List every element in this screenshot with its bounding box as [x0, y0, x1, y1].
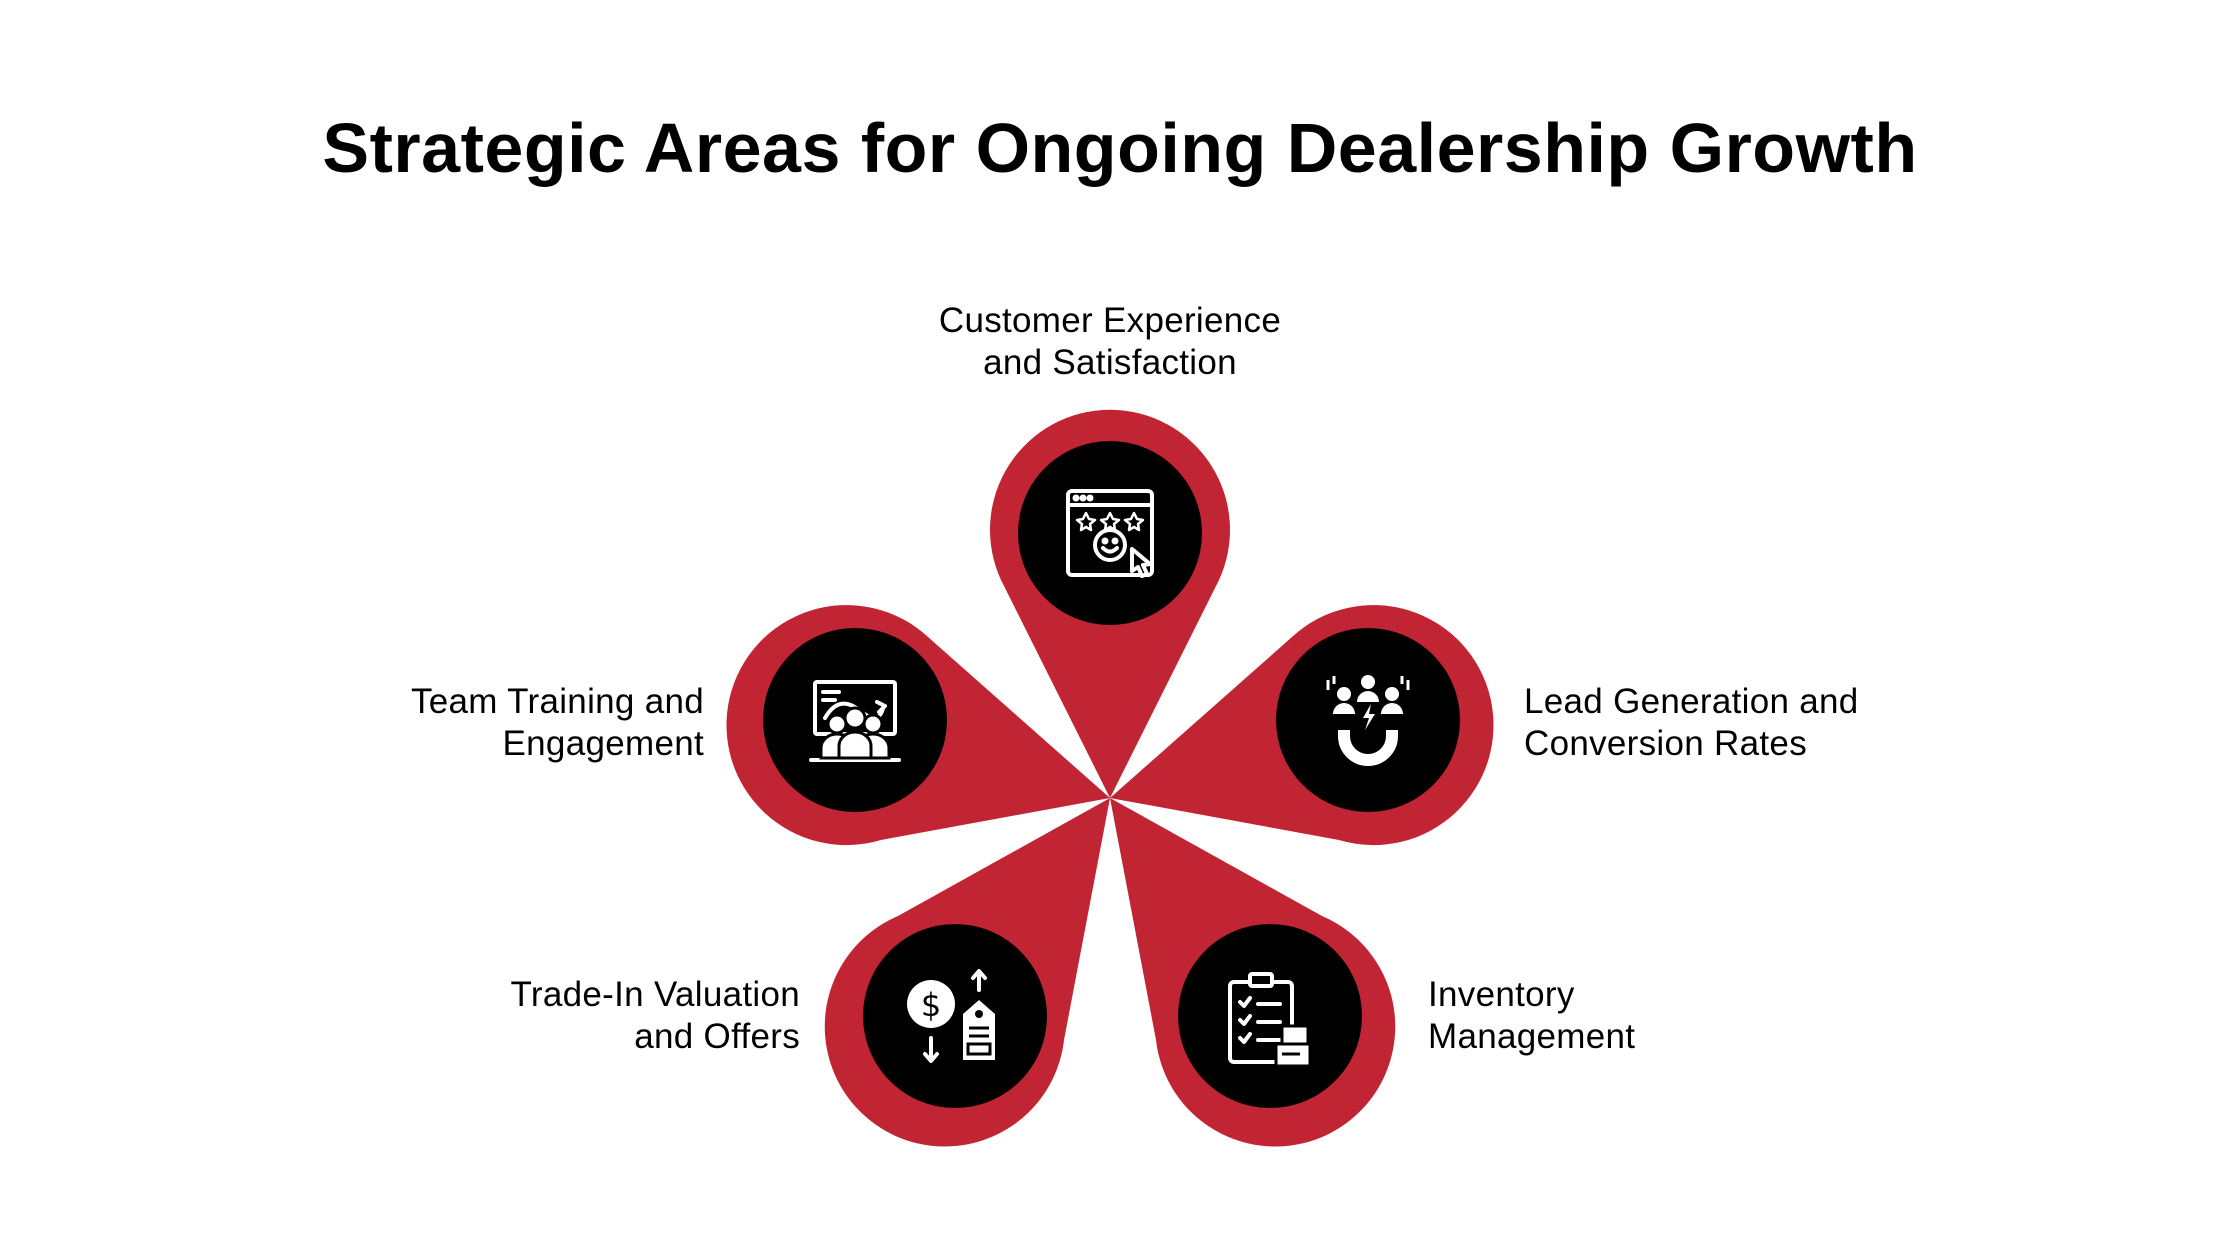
- label-line: Inventory: [1428, 975, 1575, 1014]
- petal-inventory: [1110, 798, 1396, 1147]
- label-line: Engagement: [502, 724, 704, 763]
- inventory-clipboard-icon: [1228, 972, 1312, 1068]
- petal-team-training: [726, 605, 1110, 846]
- label-line: and Offers: [634, 1017, 800, 1056]
- label-trade-in: Trade-In Valuation and Offers: [400, 974, 800, 1058]
- label-team-training: Team Training and Engagement: [300, 681, 704, 765]
- trade-in-price-tag-icon: $: [907, 969, 995, 1063]
- label-line: Team Training and: [410, 682, 704, 721]
- label-line: and Satisfaction: [983, 343, 1237, 382]
- label-line: Lead Generation and: [1524, 682, 1859, 721]
- customer-satisfaction-icon: [1066, 489, 1154, 578]
- label-line: Management: [1428, 1017, 1636, 1056]
- icon-disc: [1276, 628, 1460, 812]
- label-line: Trade-In Valuation: [510, 975, 800, 1014]
- diagram-title: Strategic Areas for Ongoing Dealership G…: [322, 109, 1918, 187]
- label-line: Customer Experience: [938, 301, 1282, 340]
- icon-disc: [863, 924, 1047, 1108]
- lead-magnet-icon: [1326, 675, 1410, 766]
- label-line: Conversion Rates: [1524, 724, 1807, 763]
- icon-disc: [1018, 441, 1202, 625]
- label-inventory: Inventory Management: [1428, 974, 1788, 1058]
- label-lead-generation: Lead Generation and Conversion Rates: [1524, 681, 1944, 765]
- icon-disc: [1178, 924, 1362, 1108]
- petal-trade-in: $: [824, 798, 1110, 1147]
- team-training-presentation-icon: [809, 680, 901, 762]
- petal-lead-generation: [1110, 605, 1494, 846]
- label-customer-experience: Customer Experience and Satisfaction: [880, 300, 1340, 384]
- petal-customer-experience: [989, 409, 1230, 798]
- svg-text:$: $: [921, 986, 941, 1024]
